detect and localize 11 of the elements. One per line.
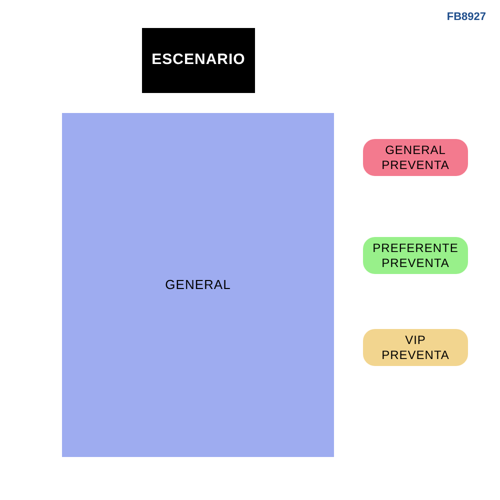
zone-label: GENERAL [165,276,231,294]
ticket-zone-pill [363,329,468,366]
ticket-zone-pill [363,237,468,274]
zone-label: VIP PREVENTA [380,332,450,362]
map-code: FB8927 [446,11,486,23]
ticket-zone-pill [363,139,468,176]
stage-area [142,28,255,93]
zone-label: PREFERENTE PREVENTA [372,240,460,270]
zone-label: GENERAL PREVENTA [380,142,450,172]
seating-section [62,113,334,457]
zone-label: ESCENARIO [152,51,246,70]
